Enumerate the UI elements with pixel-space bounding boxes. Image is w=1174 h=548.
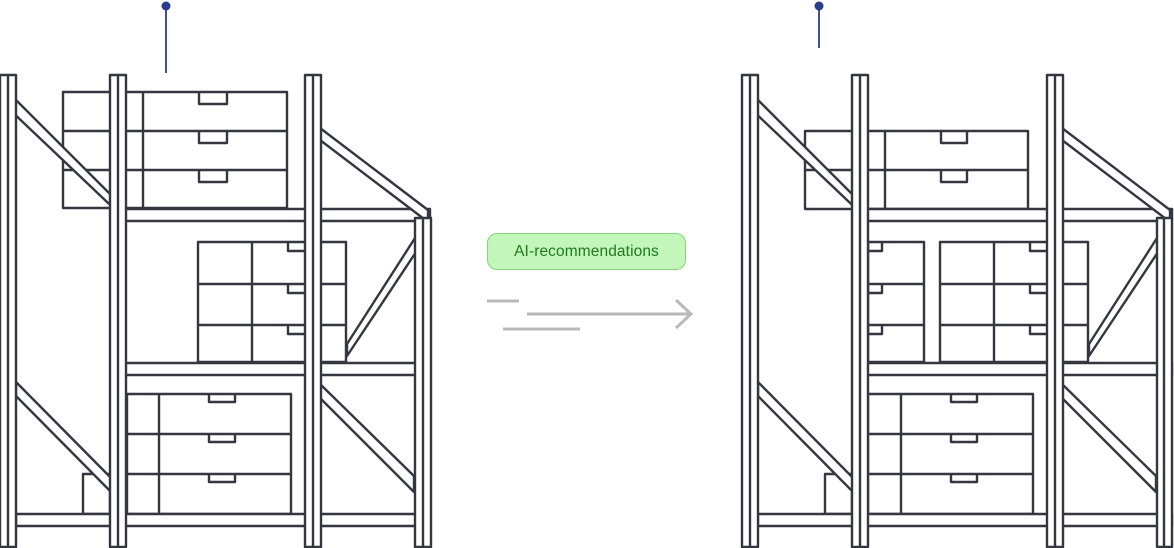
shelving-before (0, 1, 433, 548)
ai-recommendations-badge: AI-recommendations (487, 233, 686, 270)
badge-label: AI-recommendations (514, 242, 659, 260)
braces (756, 126, 1172, 502)
pin-marker-icon (814, 1, 824, 48)
box-stack-middle (196, 240, 348, 364)
braces (14, 126, 430, 502)
pin-marker-icon (161, 1, 171, 73)
right-arrow-icon (487, 298, 694, 331)
box-stack-top (803, 129, 1030, 211)
shelving-after (740, 1, 1174, 548)
uprights (0, 73, 433, 548)
box-stack-bottom (823, 392, 1035, 516)
uprights (740, 73, 1174, 548)
